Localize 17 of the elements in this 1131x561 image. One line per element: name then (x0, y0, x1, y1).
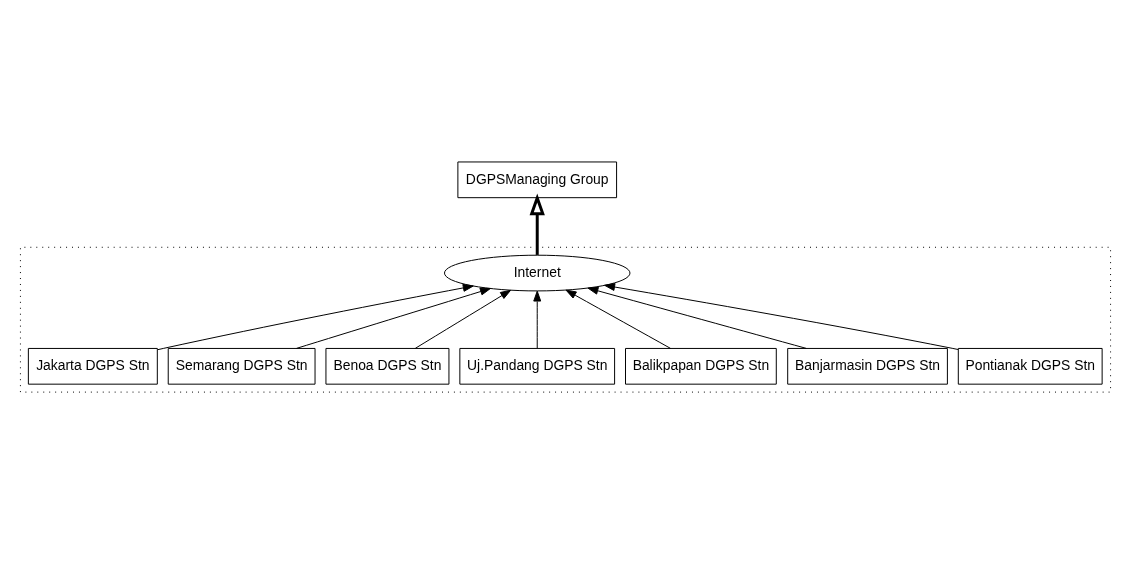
arrow (414, 289, 512, 349)
arrow (529, 192, 545, 255)
node-box: Balikpapan DGPS Stn (625, 347, 777, 385)
cluster (19, 246, 1112, 393)
arrow (157, 283, 474, 350)
node-box: Pontianak DGPS Stn (957, 347, 1103, 385)
arrow (604, 282, 959, 350)
arrow (296, 287, 491, 349)
node-box: Banjarmasin DGPS Stn (787, 347, 948, 385)
node-box: Semarang DGPS Stn (167, 347, 316, 385)
node-box: DGPSManaging Group (457, 160, 618, 198)
node-box: Uj.Pandang DGPS Stn (459, 347, 616, 385)
arrow (587, 286, 807, 349)
arrow (533, 290, 542, 349)
arrow (565, 289, 671, 349)
node-box: Jakarta DGPS Stn (27, 347, 158, 385)
node-box: Benoa DGPS Stn (325, 347, 450, 385)
